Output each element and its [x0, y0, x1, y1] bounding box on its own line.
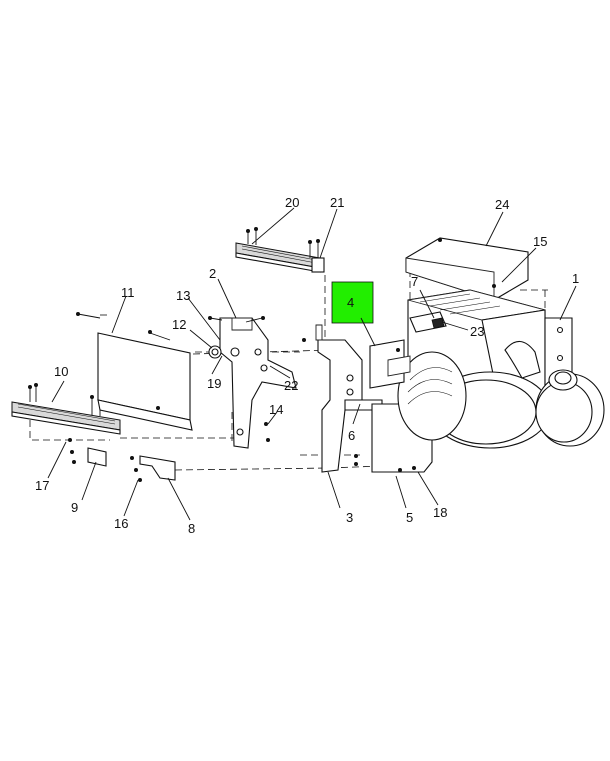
callout-1: 1	[572, 271, 579, 286]
callout-10: 10	[54, 364, 68, 379]
callout-22: 22	[284, 378, 298, 393]
upper-bracket	[208, 316, 297, 449]
highlight-box[interactable]	[331, 281, 374, 324]
callout-19: 19	[207, 376, 221, 391]
air-cleaner-housing	[369, 289, 605, 449]
callout-13: 13	[176, 288, 190, 303]
callout-3: 3	[346, 510, 353, 525]
callout-9: 9	[71, 500, 78, 515]
callout-8: 8	[188, 521, 195, 536]
callout-15: 15	[533, 234, 547, 249]
callout-12: 12	[172, 317, 186, 332]
lower-bracket	[130, 455, 176, 482]
callout-7: 7	[411, 274, 418, 289]
callout-24: 24	[495, 197, 509, 212]
side-panel	[76, 312, 193, 431]
small-bracket	[68, 438, 107, 467]
callout-23: 23	[470, 324, 484, 339]
callout-5: 5	[406, 510, 413, 525]
callout-6: 6	[348, 428, 355, 443]
callout-18: 18	[433, 505, 447, 520]
upper-step-assembly	[235, 227, 325, 273]
callout-11: 11	[121, 285, 135, 300]
grommet	[208, 345, 222, 359]
leader-lines	[47, 207, 577, 521]
callout-2: 2	[209, 266, 216, 281]
callout-20: 20	[285, 195, 299, 210]
callout-4[interactable]: 4	[347, 295, 354, 310]
callout-16: 16	[114, 516, 128, 531]
callout-17: 17	[35, 478, 49, 493]
lower-step-assembly	[11, 383, 121, 435]
fasteners-14	[264, 422, 270, 442]
callouts: 1 2 3 4 5 6 7 8 9 10 11 12 13 14 15 16 1…	[35, 195, 579, 536]
callout-21: 21	[330, 195, 344, 210]
callout-14: 14	[269, 402, 283, 417]
